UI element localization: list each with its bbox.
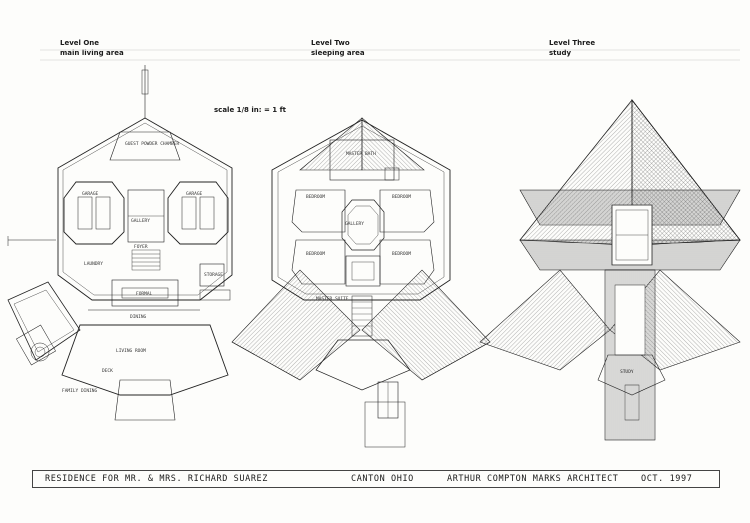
- svg-text:BEDROOM: BEDROOM: [306, 251, 325, 257]
- title-block: RESIDENCE FOR MR. & MRS. RICHARD SUAREZ …: [32, 470, 720, 488]
- svg-text:FORMAL: FORMAL: [136, 291, 153, 297]
- svg-text:FOYER: FOYER: [134, 244, 148, 250]
- svg-text:GARAGE: GARAGE: [82, 191, 99, 197]
- level-one-title: Level One: [60, 39, 100, 47]
- svg-text:GALLERY: GALLERY: [345, 221, 364, 227]
- svg-text:DECK: DECK: [102, 368, 113, 374]
- scale-note: scale 1/8 in: = 1 ft: [214, 106, 286, 114]
- level-one-subtitle: main living area: [60, 49, 124, 57]
- level-three-subtitle: study: [549, 49, 572, 57]
- svg-text:STORAGE: STORAGE: [204, 272, 223, 278]
- svg-text:BEDROOM: BEDROOM: [392, 251, 411, 257]
- svg-text:LIVING ROOM: LIVING ROOM: [116, 348, 146, 354]
- level-one-heading: Level One main living area: [60, 38, 124, 58]
- level-two-plan: [231, 117, 491, 448]
- level-two-title: Level Two: [311, 39, 350, 47]
- svg-text:GARAGE: GARAGE: [186, 191, 203, 197]
- level-three-plan: [479, 98, 741, 441]
- level-two-subtitle: sleeping area: [311, 49, 365, 57]
- svg-text:GUEST POWDER CHAMBER: GUEST POWDER CHAMBER: [125, 141, 179, 147]
- svg-text:STUDY: STUDY: [620, 369, 634, 375]
- location: CANTON OHIO: [351, 474, 414, 484]
- guide-lines: [40, 49, 740, 61]
- level-three-labels: STUDY: [620, 369, 634, 375]
- svg-text:MASTER BATH: MASTER BATH: [346, 151, 376, 157]
- svg-text:BEDROOM: BEDROOM: [306, 194, 325, 200]
- level-three-title: Level Three: [549, 39, 596, 47]
- level-two-heading: Level Two sleeping area: [311, 38, 365, 58]
- level-one-labels: GUEST POWDER CHAMBER GARAGE GARAGE GALLE…: [62, 141, 223, 394]
- date: OCT. 1997: [641, 474, 693, 484]
- svg-text:FAMILY DINING: FAMILY DINING: [62, 388, 98, 394]
- level-three-heading: Level Three study: [549, 38, 595, 58]
- svg-text:DINING: DINING: [130, 314, 147, 320]
- svg-text:BEDROOM: BEDROOM: [392, 194, 411, 200]
- level-one-plan: [7, 65, 233, 421]
- level-two-labels: MASTER BATH BEDROOM BEDROOM BEDROOM BEDR…: [306, 151, 411, 302]
- residence-name: RESIDENCE FOR MR. & MRS. RICHARD SUAREZ: [45, 474, 268, 484]
- svg-text:LAUNDRY: LAUNDRY: [84, 261, 103, 267]
- architect: ARTHUR COMPTON MARKS ARCHITECT: [447, 474, 619, 484]
- svg-text:GALLERY: GALLERY: [131, 218, 150, 224]
- svg-text:MASTER SUITE: MASTER SUITE: [316, 296, 349, 302]
